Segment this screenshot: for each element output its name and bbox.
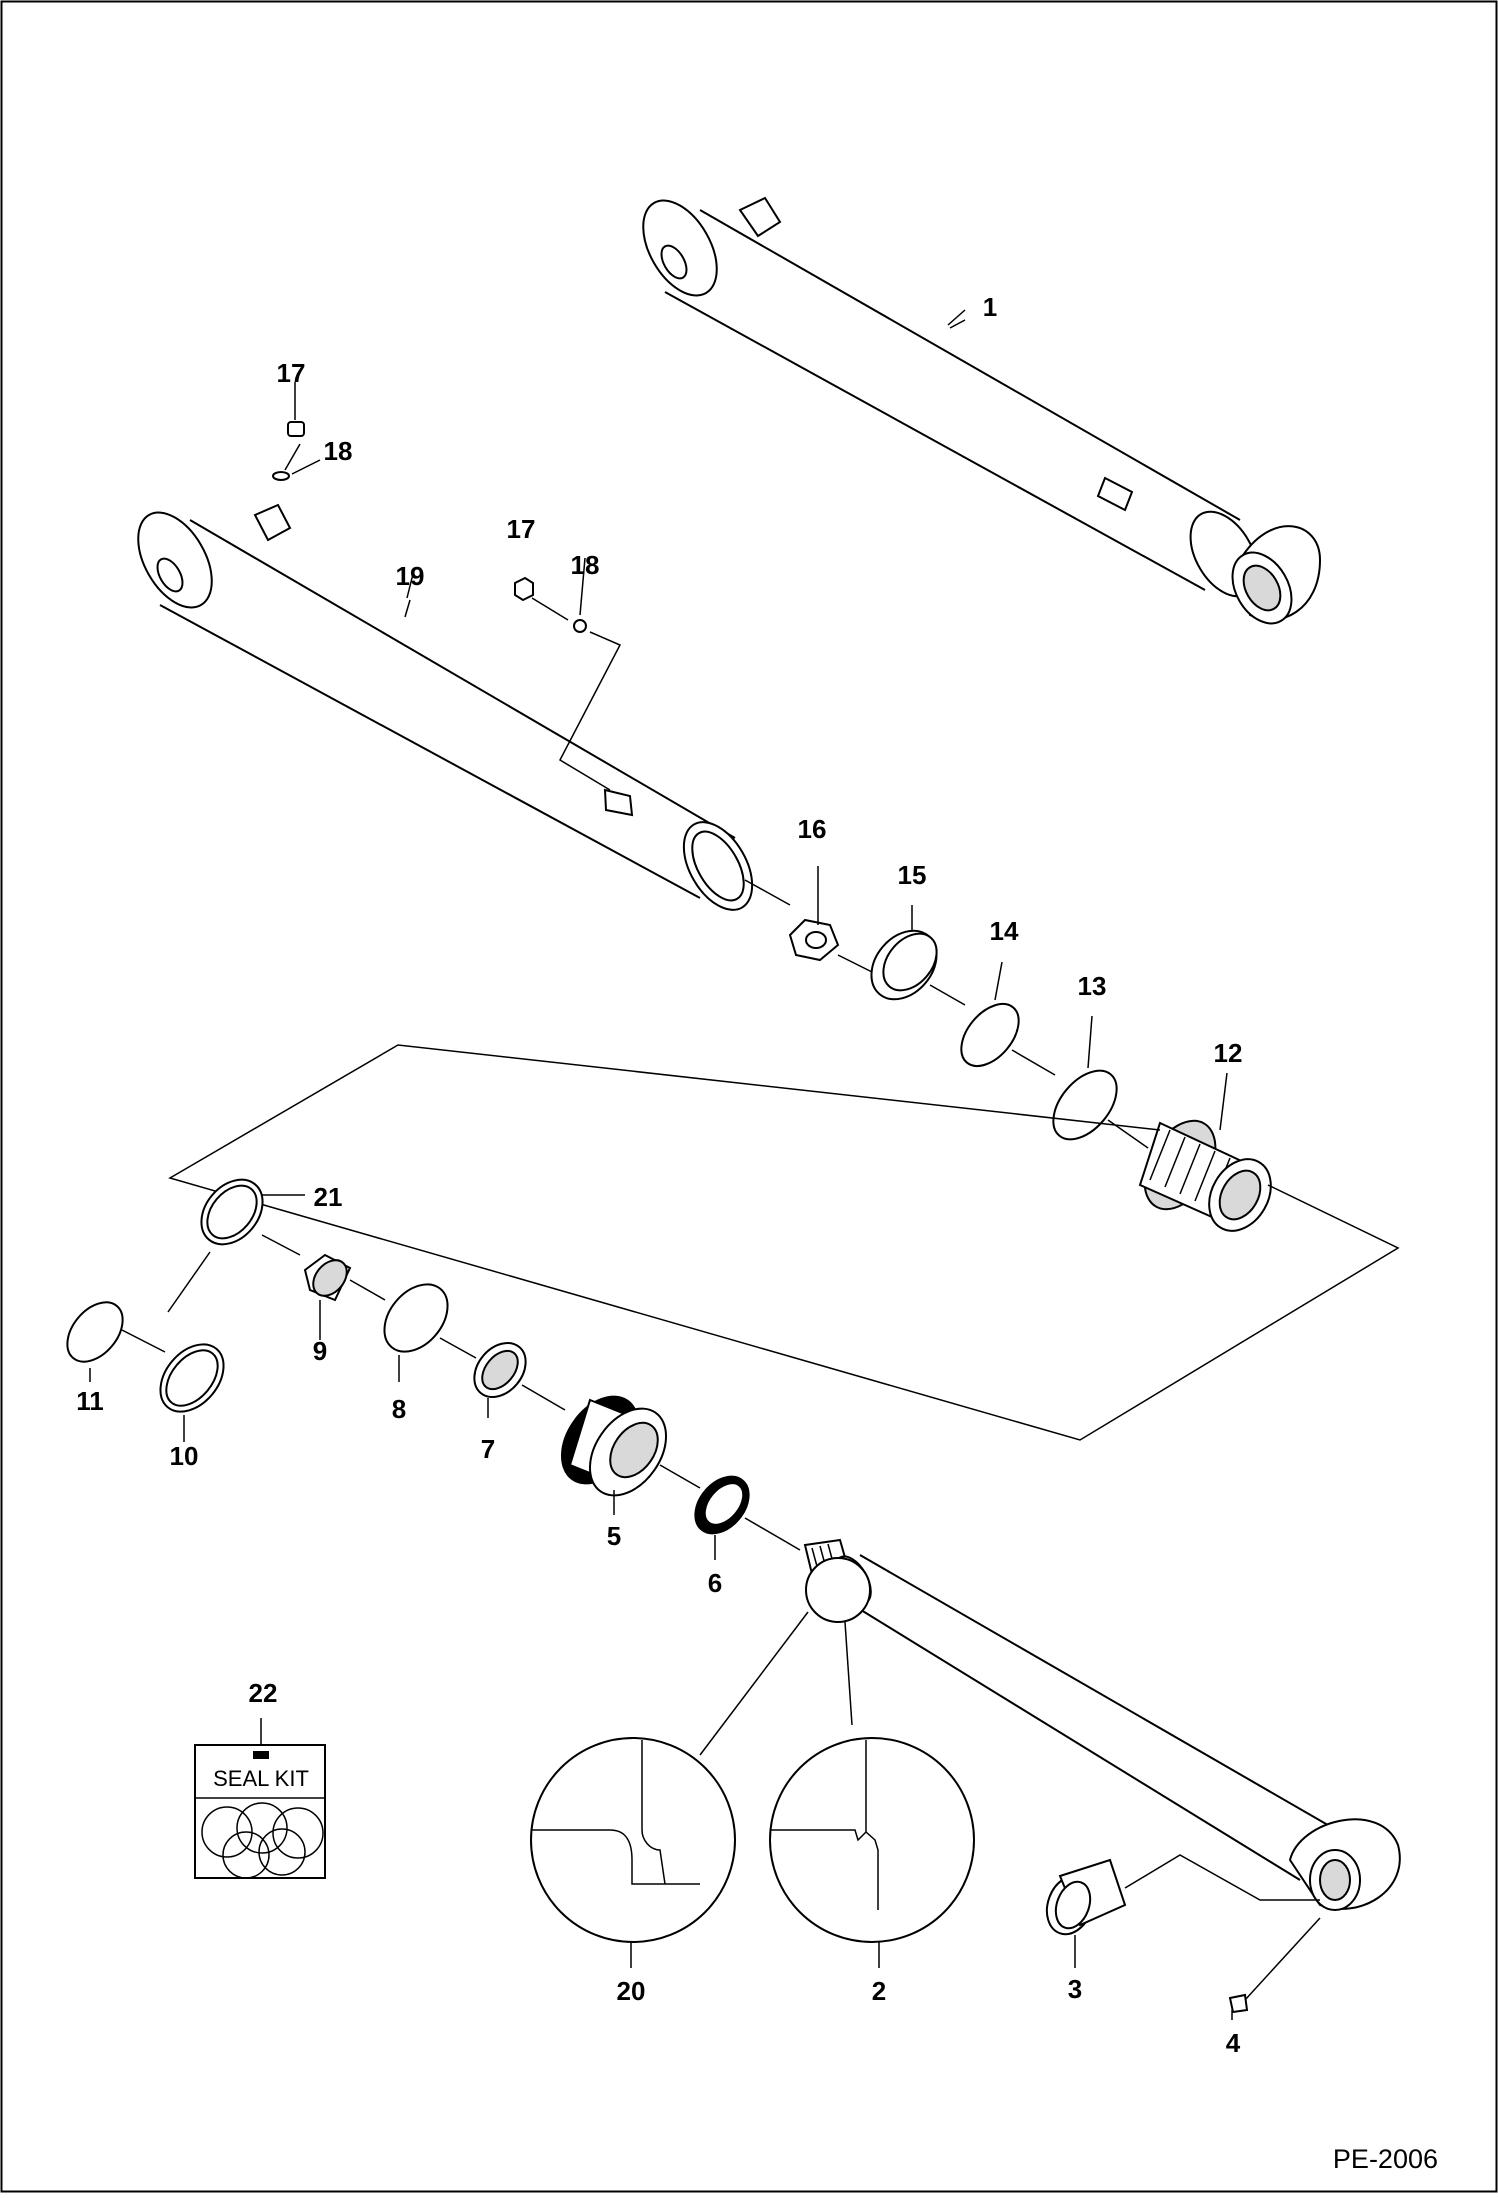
detail-view-20 xyxy=(530,1737,736,1943)
callout-8: 8 xyxy=(392,1394,406,1424)
drawing-code: PE-2006 xyxy=(1333,2144,1438,2174)
piston-rod xyxy=(530,1538,1401,2014)
seal-kit-label: SEAL KIT xyxy=(213,1766,309,1791)
callout-5: 5 xyxy=(607,1521,621,1551)
head-components xyxy=(66,1178,801,1551)
callout-1: 1 xyxy=(983,292,997,322)
callout-21: 21 xyxy=(314,1182,343,1212)
detail-view-2 xyxy=(769,1737,975,1943)
callout-22: 22 xyxy=(249,1678,278,1708)
seal-kit-box xyxy=(194,1718,326,1879)
callout-4: 4 xyxy=(1226,2028,1241,2058)
callout-18-upper: 18 xyxy=(324,436,353,466)
head-gland-5 xyxy=(560,1395,668,1497)
callout-2: 2 xyxy=(872,1976,886,2006)
callout-6: 6 xyxy=(708,1568,722,1598)
callout-14: 14 xyxy=(990,916,1019,946)
callout-20: 20 xyxy=(617,1976,646,2006)
callout-3: 3 xyxy=(1068,1974,1082,2004)
callout-17-upper: 17 xyxy=(277,358,306,388)
callout-10: 10 xyxy=(170,1441,199,1471)
callout-15: 15 xyxy=(898,860,927,890)
assembled-cylinder xyxy=(642,196,1322,625)
leader-lines xyxy=(89,309,1233,2020)
callout-19: 19 xyxy=(396,561,425,591)
callout-9: 9 xyxy=(313,1336,327,1366)
callout-16: 16 xyxy=(798,814,827,844)
callout-12: 12 xyxy=(1214,1038,1243,1068)
callout-13: 13 xyxy=(1078,971,1107,1001)
callout-labels: 1 17 18 17 18 19 16 15 14 13 12 21 9 11 … xyxy=(76,292,1242,2058)
piston-12 xyxy=(1138,1119,1272,1232)
piston-components xyxy=(168,879,1400,1441)
fittings-17-18 xyxy=(272,382,622,791)
cylinder-barrel xyxy=(137,503,754,911)
callout-7: 7 xyxy=(481,1434,495,1464)
callout-17-lower: 17 xyxy=(507,514,536,544)
callout-18-lower: 18 xyxy=(571,550,600,580)
callout-11: 11 xyxy=(76,1386,104,1416)
